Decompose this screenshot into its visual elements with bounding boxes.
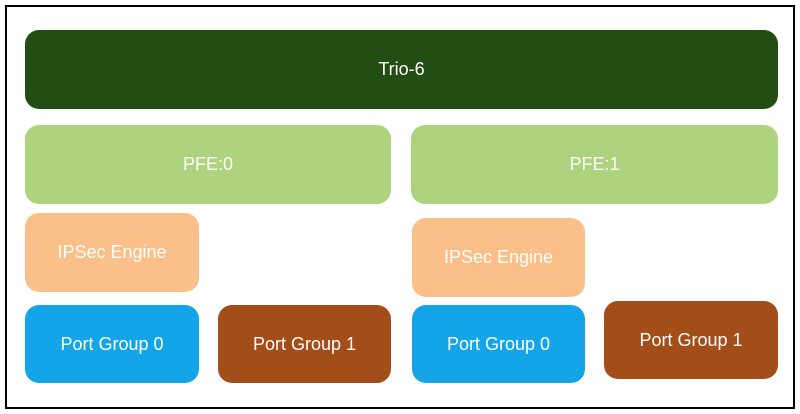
trio-6-label: Trio-6 xyxy=(378,59,425,79)
pfe-1-ipsec-engine-label: IPSec Engine xyxy=(443,247,554,267)
pfe-0-ipsec-engine-label: IPSec Engine xyxy=(57,242,167,262)
pfe-0-port-group-1-block: Port Group 1 xyxy=(218,305,391,383)
pfe-1-port-group-1-block: Port Group 1 xyxy=(604,301,778,379)
pfe-0-port-group-0-label: Port Group 0 xyxy=(60,333,164,354)
pfe-1-label: PFE:1 xyxy=(569,154,620,174)
trio-6-block: Trio-6 xyxy=(25,30,778,109)
pfe-0-label: PFE:0 xyxy=(182,154,234,174)
pfe-1-port-group-0-block: Port Group 0 xyxy=(412,305,585,383)
pfe-1-ipsec-engine-block: IPSec Engine xyxy=(412,218,585,297)
pfe-0-block: PFE:0 xyxy=(25,125,391,204)
pfe-1-port-group-1-label: Port Group 1 xyxy=(639,329,743,350)
pfe-0-port-group-0-block: Port Group 0 xyxy=(25,305,199,383)
pfe-0-ipsec-engine-block: IPSec Engine xyxy=(25,213,199,292)
pfe-1-block: PFE:1 xyxy=(411,125,778,204)
pfe-0-port-group-1-label: Port Group 1 xyxy=(252,333,357,354)
pfe-1-port-group-0-label: Port Group 0 xyxy=(446,333,551,354)
